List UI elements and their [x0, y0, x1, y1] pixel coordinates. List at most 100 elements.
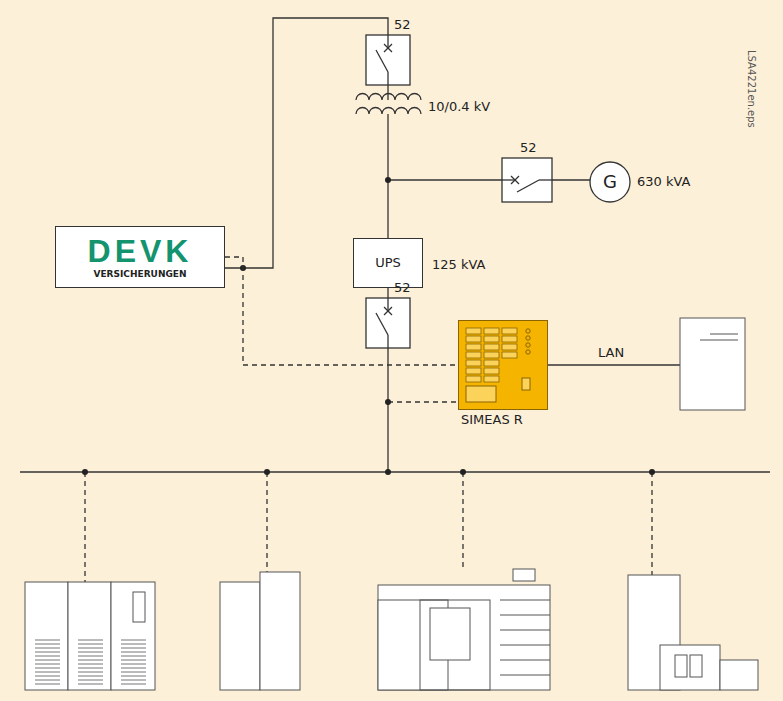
control-module [690, 655, 702, 677]
device-key [502, 344, 517, 350]
wire [549, 179, 590, 180]
vent-slot [78, 676, 103, 677]
server-cabinet [220, 582, 260, 690]
measurement-wire [388, 401, 458, 402]
vent-slot [35, 660, 60, 661]
vent-slot [78, 640, 103, 641]
drawer-line [500, 675, 550, 676]
vent-slots [35, 640, 146, 684]
breaker-number: 52 [394, 281, 411, 295]
breaker-contact [384, 307, 392, 315]
device-key [484, 360, 499, 366]
server-cabinet [260, 572, 300, 690]
device-key [484, 328, 499, 334]
junction-dot [385, 469, 391, 475]
rack-cabinet [111, 582, 155, 690]
transformer-rating: 10/0.4 kV [428, 100, 490, 114]
device-key [484, 368, 499, 374]
rack-cabinet [68, 582, 111, 690]
junction-dot [240, 265, 246, 271]
vent-slot [121, 656, 146, 657]
primary-winding [356, 94, 421, 101]
vent-slot [35, 680, 60, 681]
circuit-breakers [366, 35, 552, 348]
vent-slot [121, 644, 146, 645]
wire [387, 85, 388, 96]
breaker-contact [387, 298, 388, 311]
vent-slot [35, 644, 60, 645]
vent-slot [121, 664, 146, 665]
generator: G [590, 162, 630, 202]
vent-slot [78, 668, 103, 669]
machine-window [430, 608, 470, 660]
vent-slot [121, 660, 146, 661]
breaker-contact [539, 179, 552, 180]
device-name: SIMEAS R [461, 413, 523, 427]
vent-slot [35, 672, 60, 673]
load-feed [462, 472, 463, 570]
junction-dot [385, 399, 391, 405]
vent-slot [35, 668, 60, 669]
vent-slot [121, 668, 146, 669]
drawer-line [500, 615, 550, 616]
breaker-contact [384, 307, 392, 315]
device-key [502, 328, 517, 334]
vent-slot [78, 664, 103, 665]
device-led [526, 350, 530, 354]
transformer-symbol [356, 94, 421, 119]
breaker-symbol [366, 35, 410, 85]
vent-slot [121, 680, 146, 681]
vent-slot [35, 664, 60, 665]
junction-dot [649, 469, 655, 475]
vent-slot [35, 652, 60, 653]
wire [388, 179, 505, 180]
device-front [458, 320, 548, 410]
device-key [484, 352, 499, 358]
vent-slot [121, 640, 146, 641]
secondary-winding [356, 108, 421, 115]
machine-drawers [500, 600, 550, 675]
breaker-contact [376, 313, 388, 335]
breaker-contact [384, 44, 392, 52]
vent-slot [121, 648, 146, 649]
wires [20, 18, 770, 582]
device-key [484, 344, 499, 350]
vent-slot [78, 652, 103, 653]
junction-dot [460, 469, 466, 475]
junction-dot [264, 469, 270, 475]
device-key [466, 360, 481, 366]
breaker-contact [502, 179, 515, 180]
drawer-line [500, 630, 550, 631]
logo-box: DEVKVERSICHERUNGEN [55, 226, 225, 288]
device-key [466, 344, 481, 350]
node-label: G [603, 172, 617, 192]
load-feed [266, 472, 267, 572]
device-key [466, 328, 481, 334]
device-led [526, 329, 530, 333]
vent-slot [121, 684, 146, 685]
vent-slot [78, 660, 103, 661]
network-label: LAN [598, 346, 624, 360]
vent-slot [121, 676, 146, 677]
ups-box: UPS [353, 238, 423, 288]
device-key [466, 368, 481, 374]
vent-slot [78, 672, 103, 673]
drawer-line [500, 645, 550, 646]
wire [387, 114, 388, 118]
junction-dot [82, 469, 88, 475]
busbar [20, 471, 770, 473]
breaker-number: 52 [394, 18, 411, 32]
machine-top [513, 569, 535, 581]
device-key [484, 336, 499, 342]
breaker-symbol [502, 158, 552, 202]
logo-subtitle: VERSICHERUNGEN [94, 270, 187, 280]
vent-slot [35, 656, 60, 657]
breaker-box [366, 298, 410, 348]
vent-slot [35, 648, 60, 649]
vent-slot [121, 672, 146, 673]
breaker-contact [511, 176, 519, 184]
device-key [466, 352, 481, 358]
drawer-line [500, 600, 550, 601]
